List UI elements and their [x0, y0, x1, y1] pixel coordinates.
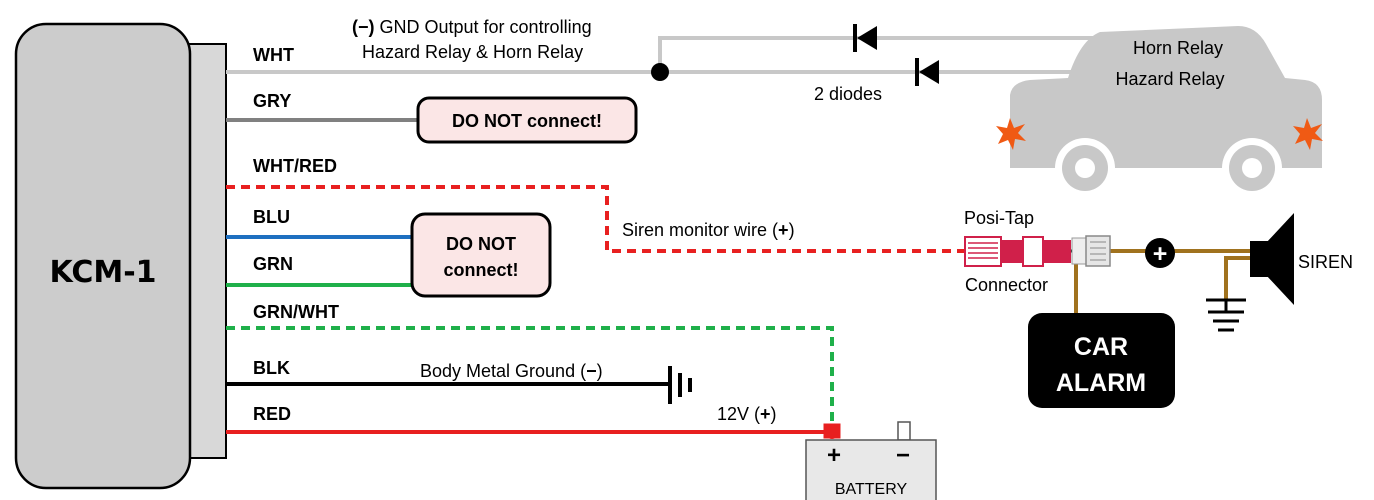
- battery-label: BATTERY: [835, 481, 908, 498]
- warning-text: DO NOT connect!: [452, 111, 602, 131]
- wire-label-grn-wht: GRN/WHT: [253, 302, 339, 322]
- diode-icon: [853, 24, 877, 52]
- wire-label-gry: GRY: [253, 91, 291, 111]
- warning-text: connect!: [443, 260, 518, 280]
- brown-wires: [1074, 249, 1252, 315]
- module-label: KCM-1: [49, 255, 156, 290]
- diode-icon: [915, 58, 939, 86]
- power-label: 12V (+): [717, 404, 777, 424]
- horn-relay-label: Horn Relay: [1133, 38, 1223, 58]
- junction-dot: [651, 63, 669, 81]
- spark-icon: [1293, 118, 1323, 150]
- gnd-output-line1: (−) GND Output for controlling: [352, 17, 592, 37]
- connector-label: Connector: [965, 275, 1048, 295]
- battery-minus: −: [896, 442, 910, 469]
- siren-monitor-label: Siren monitor wire (+): [622, 220, 795, 240]
- wire-label-red: RED: [253, 404, 291, 424]
- horn-relay-line: [658, 38, 1115, 72]
- ground-label: Body Metal Ground (−): [420, 361, 603, 381]
- ground-icon: [668, 366, 692, 404]
- siren-label: SIREN: [1298, 252, 1353, 272]
- warning-text: DO NOT: [446, 234, 516, 254]
- junction-dot: [825, 425, 839, 439]
- car-alarm-box: CAR ALARM: [1028, 313, 1175, 408]
- gnd-output-line2: Hazard Relay & Horn Relay: [362, 42, 583, 62]
- wire-wht-red: [226, 185, 965, 253]
- kcm-module: KCM-1: [14, 22, 227, 490]
- battery-plus: +: [827, 442, 841, 469]
- wires: [226, 70, 965, 434]
- car-alarm-line2: ALARM: [1056, 369, 1146, 397]
- warning-box-blu-grn: DO NOT connect!: [410, 212, 552, 298]
- warning-box-gry: DO NOT connect!: [416, 96, 638, 144]
- battery: + − BATTERY: [805, 421, 937, 500]
- hazard-relay-label: Hazard Relay: [1115, 69, 1224, 89]
- relay-outputs: 2 diodes: [651, 24, 1115, 104]
- svg-text:+: +: [1153, 240, 1168, 268]
- plus-icon: +: [1145, 238, 1175, 268]
- car-alarm-line1: CAR: [1074, 333, 1128, 361]
- ground-icon: [1206, 298, 1246, 332]
- wire-label-wht-red: WHT/RED: [253, 156, 337, 176]
- wire-label-blu: BLU: [253, 207, 290, 227]
- wire-label-grn: GRN: [253, 254, 293, 274]
- wire-grn-wht: [226, 326, 834, 424]
- wire-label-wht: WHT: [253, 45, 294, 65]
- siren-speaker-icon: [1250, 213, 1294, 305]
- diodes-label: 2 diodes: [814, 84, 882, 104]
- car: Horn Relay Hazard Relay: [996, 26, 1323, 198]
- posi-tap-label: Posi-Tap: [964, 208, 1034, 228]
- spark-icon: [996, 118, 1026, 150]
- wire-label-blk: BLK: [253, 358, 290, 378]
- posi-tap-connector: Posi-Tap Connector: [964, 208, 1111, 295]
